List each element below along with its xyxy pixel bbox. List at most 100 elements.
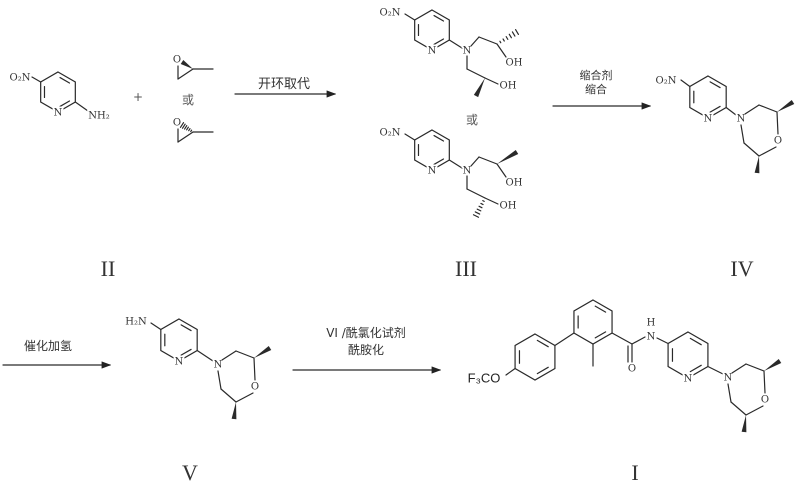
bond	[478, 36, 498, 45]
bond	[180, 324, 192, 332]
bond	[727, 383, 732, 403]
bond	[196, 349, 214, 362]
bond	[758, 104, 778, 113]
pyridine-nitrogen: N	[175, 357, 184, 368]
pyridine-ring	[689, 75, 727, 119]
bond	[731, 363, 747, 374]
bond	[404, 13, 416, 21]
bond	[536, 366, 549, 375]
reagent-step3: 催化加氢	[24, 338, 72, 353]
epoxide-oxygen: O	[173, 55, 181, 66]
hydroxyl-group: OH	[506, 178, 523, 189]
bond	[496, 43, 507, 58]
pyridine-ring	[40, 71, 76, 113]
bond	[689, 364, 702, 373]
wedge-bond	[473, 78, 485, 98]
bond	[763, 370, 766, 394]
hashed-bond	[508, 33, 512, 39]
bond	[680, 79, 691, 88]
pyridine-nitrogen: N	[704, 114, 713, 125]
pyridine-nitrogen: N	[428, 166, 437, 177]
reagent-step1: 开环取代	[258, 77, 310, 92]
bond	[656, 337, 669, 345]
hashed-bond	[476, 208, 482, 212]
reagent-step4-line1: VI /酰氯化试剂	[326, 325, 406, 340]
nitro-group: O₂N	[380, 8, 401, 19]
bond	[730, 401, 747, 416]
bond	[745, 363, 765, 372]
bond	[631, 336, 646, 345]
amine-nitrogen: N	[463, 166, 472, 177]
bond	[31, 76, 42, 83]
bond	[725, 106, 737, 116]
bond	[743, 142, 760, 157]
bond	[554, 332, 575, 347]
bond	[594, 305, 607, 313]
pyridine-nitrogen: N	[684, 374, 693, 385]
bond	[150, 322, 162, 331]
pyridine-ring	[160, 318, 198, 362]
compound-label-IV: IV	[730, 256, 753, 281]
reagent-step4-line2: 酰胺化	[348, 343, 384, 357]
bond	[59, 100, 71, 108]
bond	[776, 111, 779, 135]
amine-nitrogen: N	[463, 46, 472, 57]
hashed-bond	[505, 36, 509, 40]
hashed-bond	[472, 214, 480, 218]
plus-sign: +	[133, 90, 143, 104]
trifluoromethoxy-group: F₃CO	[468, 370, 501, 385]
bond	[689, 337, 702, 346]
pyridine-ring	[667, 331, 709, 379]
bond	[744, 104, 760, 115]
wedge-bond	[777, 99, 795, 112]
morpholine-oxygen: O	[774, 136, 782, 147]
bond	[611, 332, 633, 345]
hashed-bond	[502, 38, 505, 42]
wedge-bond	[180, 59, 193, 69]
hydroxyl-group: OH	[500, 201, 517, 212]
hashed-bond	[181, 123, 186, 129]
bond	[235, 350, 255, 359]
or-label-epoxide: 或	[182, 93, 194, 107]
pyridine-nitrogen: N	[428, 46, 437, 57]
hashed-bond	[511, 31, 516, 37]
morpholine-oxygen: O	[761, 395, 769, 406]
morpholine-nitrogen: N	[214, 360, 223, 371]
bond	[74, 101, 89, 112]
bond	[466, 188, 486, 199]
compound-label-III: III	[455, 256, 477, 281]
hydroxyl-group: OH	[506, 58, 523, 69]
bond	[496, 163, 507, 178]
nitro-group: O₂N	[380, 128, 401, 139]
bond	[505, 367, 516, 376]
bond	[484, 197, 499, 205]
bond	[177, 68, 194, 80]
wedge-bond	[764, 358, 782, 371]
compound-label-II: II	[101, 256, 116, 281]
compound-label-V: V	[182, 460, 198, 485]
bond	[709, 105, 721, 113]
bond	[470, 156, 480, 167]
morpholine-oxygen: O	[251, 382, 259, 393]
hashed-bond	[499, 40, 502, 44]
reagent-step2-line1: 缩合剂	[580, 68, 613, 82]
reagent-step2-line2: 缩合	[585, 82, 607, 96]
bond	[707, 365, 724, 375]
bond	[180, 348, 192, 356]
bond	[253, 357, 256, 381]
bond	[433, 158, 445, 166]
wedge-bond	[497, 149, 519, 164]
bond	[536, 339, 549, 348]
hashed-bond	[474, 211, 481, 215]
amino-group: NH₂	[88, 111, 109, 122]
hashed-bond	[179, 122, 185, 128]
bond	[709, 81, 721, 89]
phenyl-ring	[514, 333, 556, 381]
carbonyl-oxygen: O	[628, 364, 636, 375]
wedge-bond	[254, 345, 272, 358]
bond	[740, 124, 745, 144]
pyridine-ring	[414, 9, 450, 51]
bond	[221, 350, 237, 361]
nitro-group: O₂N	[10, 73, 31, 84]
pyridine-ring	[414, 129, 450, 171]
